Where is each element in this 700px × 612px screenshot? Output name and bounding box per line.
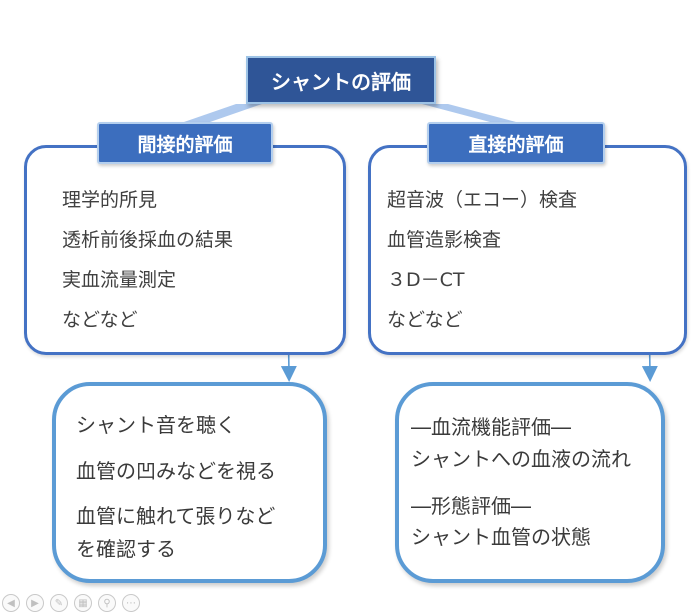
direct-item: 超音波（エコー）検査 [387, 189, 578, 211]
more-icon[interactable]: ⋯ [122, 594, 140, 612]
direct-detail-line: ―形態評価― [411, 494, 531, 518]
indirect-detail-line: 血管の凹みなどを視る [76, 459, 276, 483]
pen-icon[interactable]: ✎ [50, 594, 68, 612]
indirect-item: 理学的所見 [62, 189, 158, 211]
slides-icon[interactable]: ▦ [74, 594, 92, 612]
indirect-detail-line: 血管に触れて張りなど [76, 504, 276, 528]
zoom-icon[interactable]: ⚲ [98, 594, 116, 612]
direct-evaluation-panel [368, 145, 687, 355]
forward-icon[interactable]: ▶ [26, 594, 44, 612]
indirect-detail-box [52, 382, 327, 583]
direct-detail-box [395, 382, 665, 583]
back-icon[interactable]: ◀ [2, 594, 20, 612]
direct-evaluation-header: 直接的評価 [427, 122, 605, 164]
indirect-evaluation-panel [24, 145, 346, 355]
indirect-item: 実血流量測定 [62, 269, 177, 291]
indirect-detail-line: シャント音を聴く [76, 413, 236, 437]
direct-detail-line: シャントへの血液の流れ [411, 447, 631, 471]
connector-title-to-right [422, 104, 516, 122]
direct-detail-line: シャント血管の状態 [411, 525, 591, 549]
direct-detail-line: ―血流機能評価― [411, 415, 571, 439]
indirect-item: などなど [62, 309, 138, 331]
direct-item: 血管造影検査 [387, 229, 502, 251]
direct-item: ３D－CT [387, 269, 465, 291]
title-box: シャントの評価 [246, 56, 436, 104]
presentation-toolbar: ◀ ▶ ✎ ▦ ⚲ ⋯ [2, 594, 140, 612]
direct-item: などなど [387, 309, 463, 331]
indirect-evaluation-header: 間接的評価 [97, 122, 273, 164]
connector-title-to-left [184, 104, 262, 122]
indirect-item: 透析前後採血の結果 [62, 229, 234, 251]
indirect-detail-line: を確認する [76, 537, 176, 561]
